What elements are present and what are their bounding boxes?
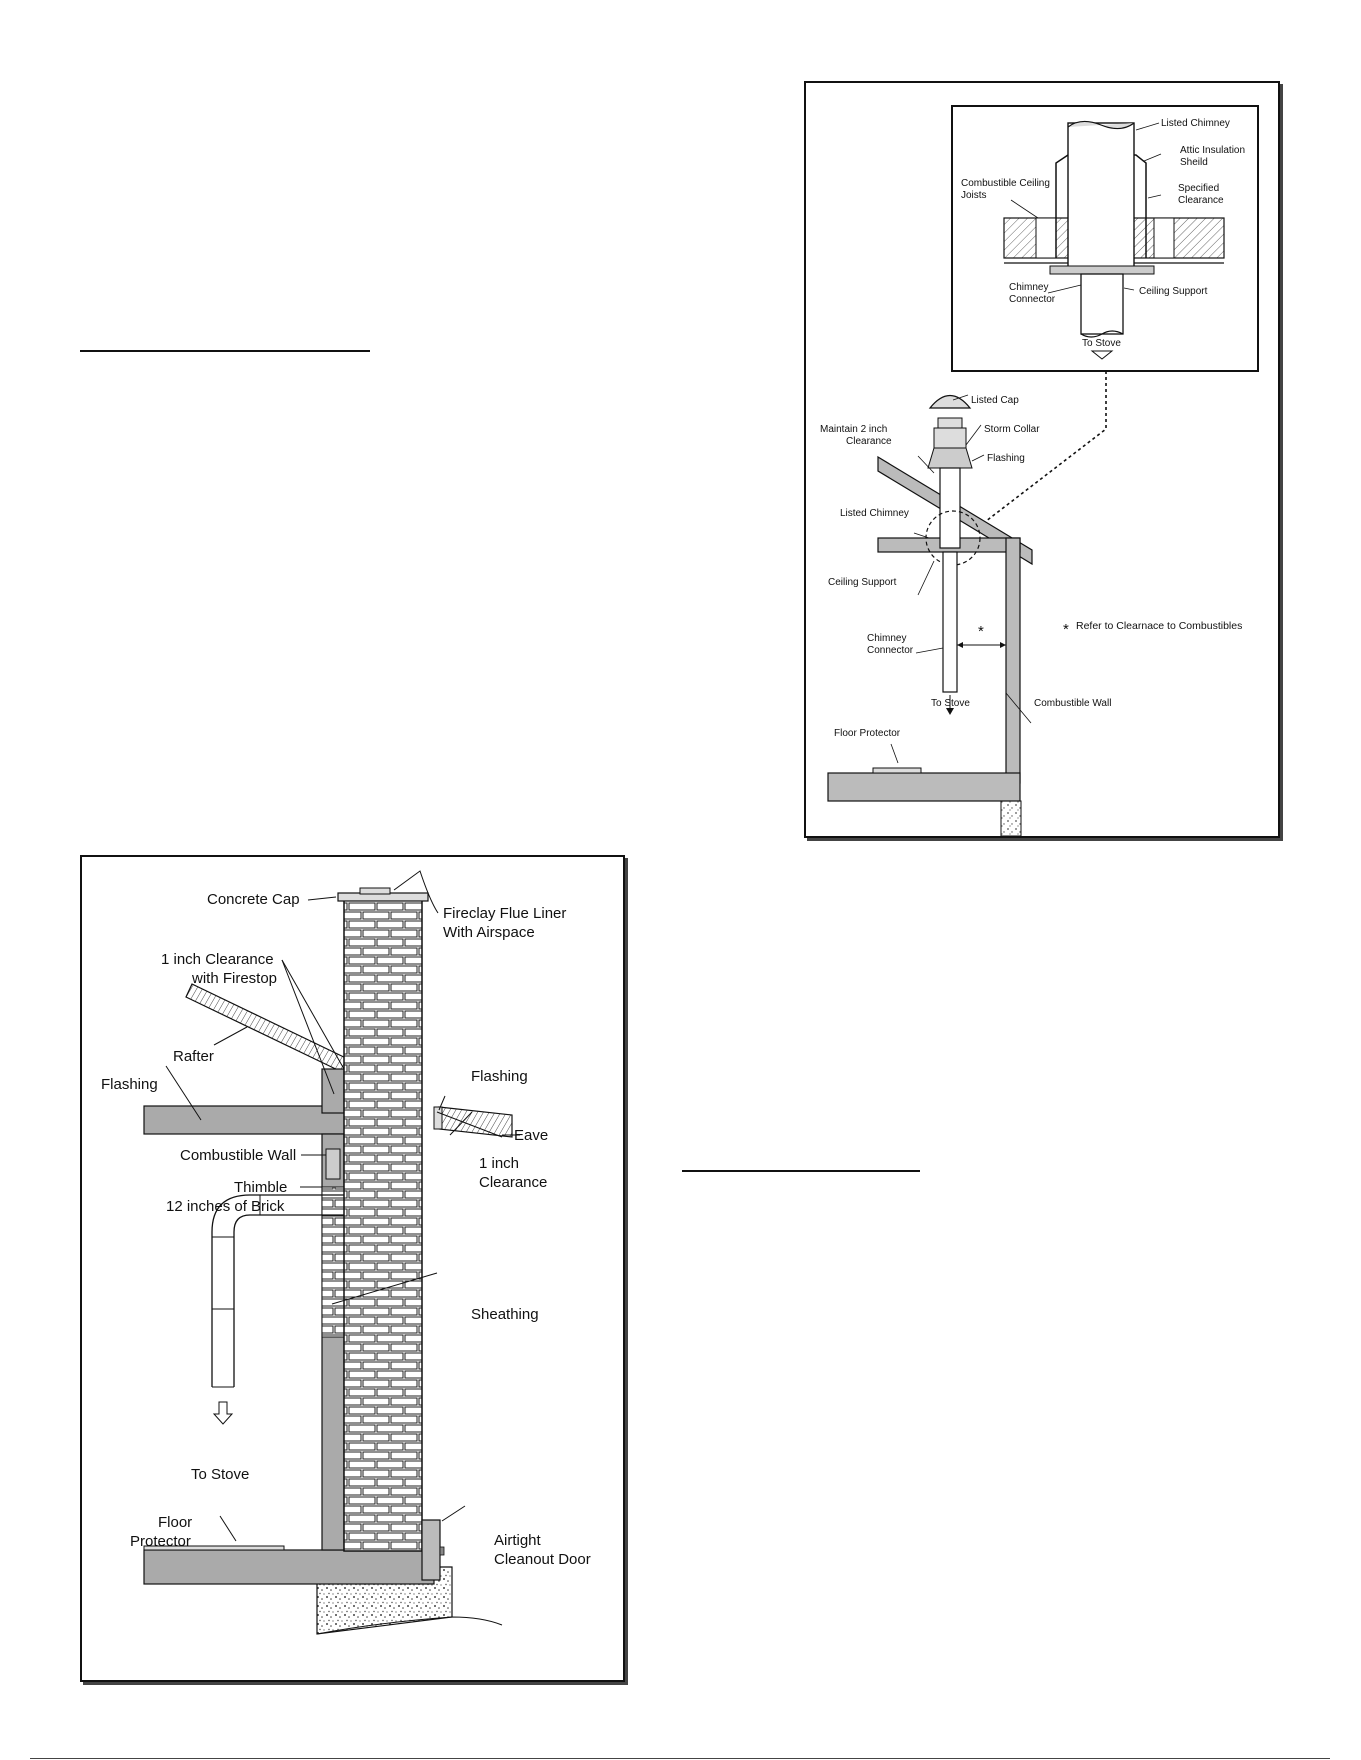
label-eave: Eave <box>514 1127 548 1144</box>
label-ceiling-support: Ceiling Support <box>828 577 897 588</box>
detail-label-clearance-2: Clearance <box>1178 195 1224 206</box>
note-asterisk: * <box>1063 621 1069 638</box>
label-flashing-left: Flashing <box>101 1076 158 1093</box>
detail-label-to-stove: To Stove <box>1082 338 1121 349</box>
label-chimney-connector-2: Connector <box>867 645 914 656</box>
detail-label-ceiling-support: Ceiling Support <box>1139 286 1208 297</box>
label-floor-protector: Floor Protector <box>834 728 901 739</box>
note-refer-clearance: Refer to Clearnace to Combustibles <box>1076 620 1242 632</box>
label-fireclay-1: Fireclay Flue Liner <box>443 905 566 922</box>
detail-label-joists-2: Joists <box>961 190 987 201</box>
detail-label-attic-shield-1: Attic Insulation <box>1180 145 1245 156</box>
figure-chimney-through-ceiling: Listed Chimney Attic Insulation Sheild C… <box>804 81 1280 838</box>
label-maintain-clearance-1: Maintain 2 inch <box>820 424 887 435</box>
detail-label-connector-1: Chimney <box>1009 282 1048 293</box>
masonry-chimney-diagram: Concrete Cap Fireclay Flue Liner With Ai… <box>101 870 591 1635</box>
label-to-stove: To Stove <box>191 1466 249 1483</box>
label-flashing: Flashing <box>987 453 1025 464</box>
ceiling-detail-inset: Listed Chimney Attic Insulation Sheild C… <box>951 105 1259 372</box>
label-chimney-connector-1: Chimney <box>867 633 906 644</box>
section-heading-rule-right <box>682 1170 920 1172</box>
detail-label-listed-chimney: Listed Chimney <box>1161 118 1230 129</box>
section-heading-rule-left <box>80 350 370 352</box>
label-clearance-firestop-1: 1 inch Clearance <box>161 951 274 968</box>
detail-label-clearance-1: Specified <box>1178 183 1219 194</box>
chimney-through-ceiling-diagram: Listed Chimney Attic Insulation Sheild C… <box>820 105 1259 837</box>
page-footer-rule <box>30 1758 1330 1759</box>
label-combustible-wall: Combustible Wall <box>180 1147 296 1164</box>
figure-masonry-chimney: Concrete Cap Fireclay Flue Liner With Ai… <box>80 855 625 1682</box>
label-sheathing: Sheathing <box>471 1306 539 1323</box>
detail-callout-line <box>976 371 1107 529</box>
label-thimble-2: 12 inches of Brick <box>166 1198 285 1215</box>
label-flashing-right: Flashing <box>471 1068 528 1085</box>
label-listed-cap: Listed Cap <box>971 395 1019 406</box>
label-listed-chimney: Listed Chimney <box>840 508 909 519</box>
label-maintain-clearance-2: Clearance <box>846 436 892 447</box>
detail-label-attic-shield-2: Sheild <box>1180 157 1208 168</box>
label-thimble-1: Thimble <box>234 1179 287 1196</box>
detail-label-connector-2: Connector <box>1009 294 1056 305</box>
label-cleanout-2: Cleanout Door <box>494 1551 591 1568</box>
label-cleanout-1: Airtight <box>494 1532 542 1549</box>
label-to-stove: To Stove <box>931 698 970 709</box>
label-clearance-asterisk: * <box>978 623 984 640</box>
detail-label-joists-1: Combustible Ceiling <box>961 178 1050 189</box>
label-one-inch-2: Clearance <box>479 1174 547 1191</box>
label-clearance-firestop-2: with Firestop <box>191 970 277 987</box>
label-floor-protector-2: Protector <box>130 1533 191 1550</box>
label-storm-collar: Storm Collar <box>984 424 1040 435</box>
label-floor-protector-1: Floor <box>158 1514 192 1531</box>
label-combustible-wall: Combustible Wall <box>1034 698 1111 709</box>
label-fireclay-2: With Airspace <box>443 924 535 941</box>
label-rafter: Rafter <box>173 1048 214 1065</box>
main-installation-drawing: Listed Cap Maintain 2 inch Clearance Sto… <box>820 394 1242 837</box>
label-concrete-cap: Concrete Cap <box>207 891 300 908</box>
label-one-inch-1: 1 inch <box>479 1155 519 1172</box>
